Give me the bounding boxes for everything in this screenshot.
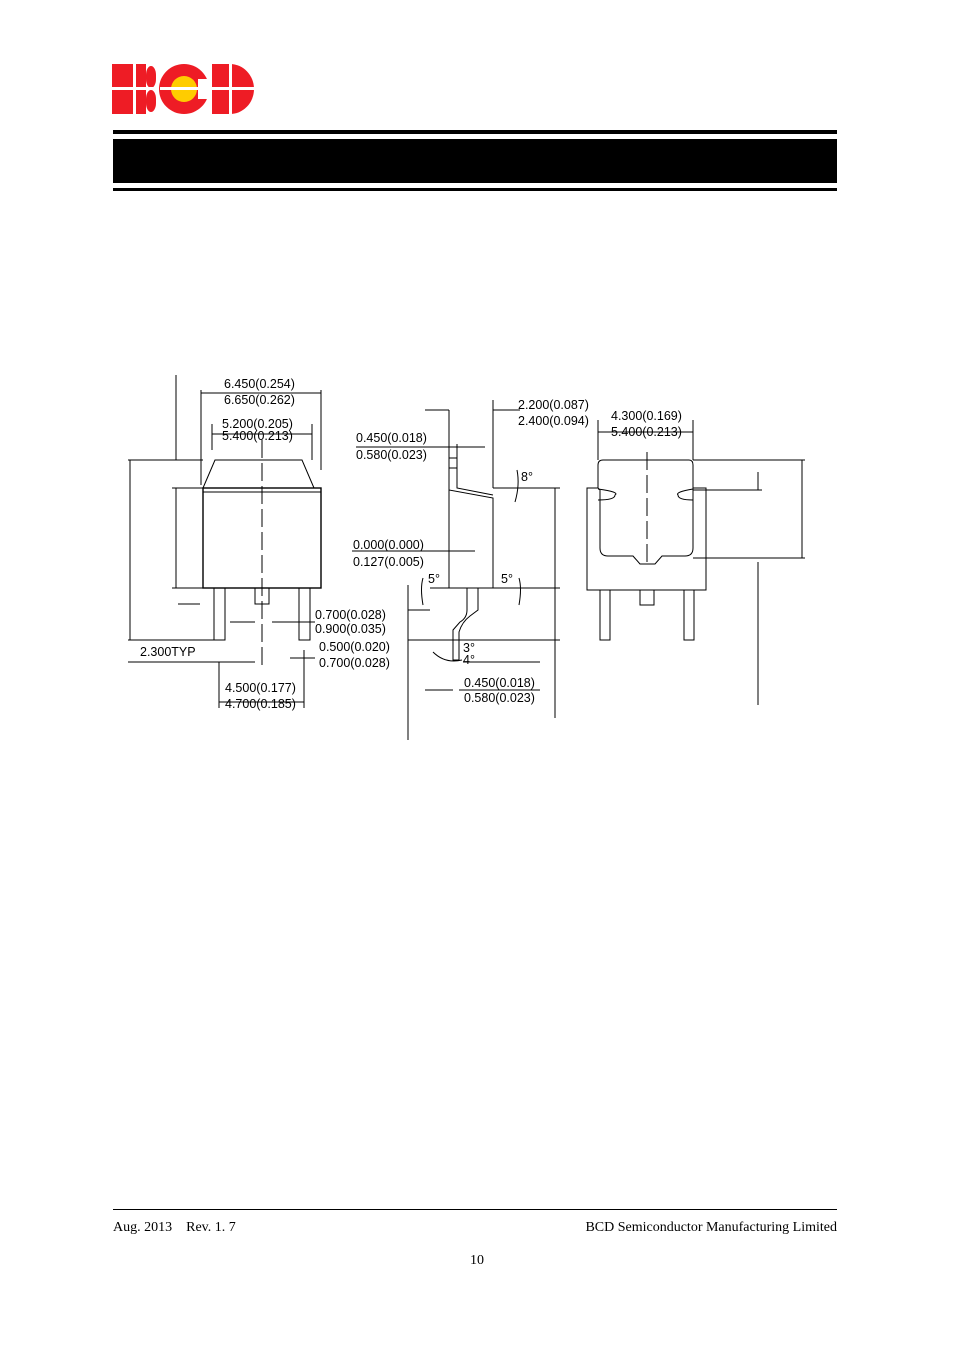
- back-view: [586, 420, 805, 705]
- header-rule-bottom: [113, 188, 837, 191]
- bcd-logo: [112, 64, 254, 114]
- dim-standoff-max: 0.127(0.005): [353, 555, 424, 569]
- dim-body-thickness-max: 2.400(0.094): [518, 414, 589, 428]
- dim-lead-thickness-max: 0.580(0.023): [464, 691, 535, 705]
- logo-letter-c: [159, 64, 210, 114]
- footer-date-revision: Aug. 2013 Rev. 1. 7: [113, 1220, 236, 1235]
- dim-pin-width-min: 0.700(0.028): [315, 608, 386, 622]
- dim-front-tab-min: 5.200(0.205): [222, 417, 293, 431]
- logo-letter-d: [210, 64, 254, 114]
- dim-front-outer-min: 6.450(0.254): [224, 377, 295, 391]
- dim-pin-span-max: 4.700(0.185): [225, 697, 296, 711]
- angle-left: 5°: [428, 572, 440, 586]
- footer-company: BCD Semiconductor Manufacturing Limited: [585, 1220, 837, 1235]
- dim-back-width-min: 4.300(0.169): [611, 409, 682, 423]
- front-view: [128, 375, 322, 708]
- dim-pin-width2-min: 0.500(0.020): [319, 640, 390, 654]
- dim-pin-width2-max: 0.700(0.028): [319, 656, 390, 670]
- side-view: [352, 400, 560, 740]
- dim-pitch: 2.300TYP: [140, 645, 196, 659]
- dim-body-thickness-min: 2.200(0.087): [518, 398, 589, 412]
- footer-rule: [113, 1209, 837, 1210]
- dim-lead-thickness-min: 0.450(0.018): [464, 676, 535, 690]
- angle-lead-max: 4°: [463, 653, 475, 667]
- angle-top: 8°: [521, 470, 533, 484]
- dim-back-width-max: 5.400(0.213): [611, 425, 682, 439]
- dim-front-tab-max: 5.400(0.213): [222, 429, 293, 443]
- dim-pin-span-min: 4.500(0.177): [225, 681, 296, 695]
- page-number: 10: [470, 1253, 484, 1268]
- header-rule-top: [113, 130, 837, 134]
- header-title-bar: [113, 139, 837, 183]
- angle-right: 5°: [501, 572, 513, 586]
- dim-tab-thickness-max: 0.580(0.023): [356, 448, 427, 462]
- package-outline-drawing: 6.450(0.254) 6.650(0.262) 5.200(0.205) 5…: [128, 375, 805, 740]
- dim-standoff-min: 0.000(0.000): [353, 538, 424, 552]
- dim-front-outer-max: 6.650(0.262): [224, 393, 295, 407]
- dim-tab-thickness-min: 0.450(0.018): [356, 431, 427, 445]
- angle-lead-min: 3°: [463, 641, 475, 655]
- logo-letter-b: [112, 64, 158, 114]
- dim-pin-width-max: 0.900(0.035): [315, 622, 386, 636]
